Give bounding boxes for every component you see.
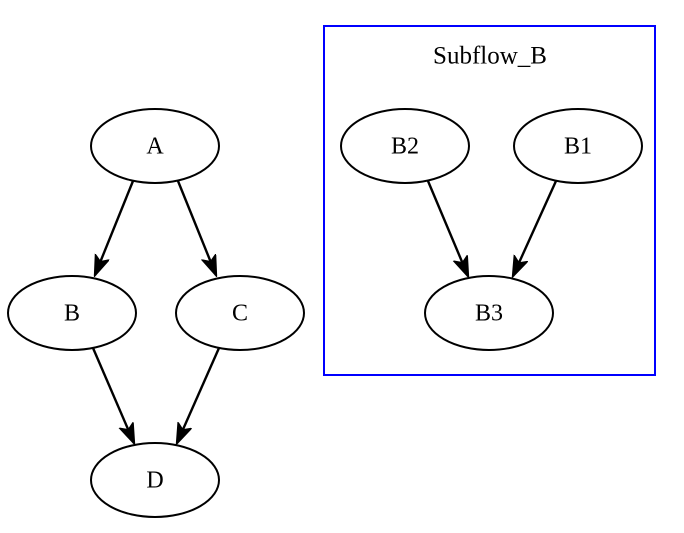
node-b2-label: B2 (391, 134, 419, 160)
node-c-shape (175, 275, 305, 351)
edge-b-d (91, 347, 134, 443)
node-a[interactable]: A (90, 108, 220, 184)
nodes-layer: A B C D B2 B1 (7, 108, 643, 518)
cluster-label: Subflow_B (433, 43, 547, 70)
node-b1-label: B1 (564, 134, 592, 160)
node-b3-shape (424, 275, 554, 351)
node-d[interactable]: D (90, 442, 220, 518)
node-c[interactable]: C (175, 275, 305, 351)
edge-b1-b3 (513, 180, 558, 276)
node-b1[interactable]: B1 (513, 108, 643, 184)
node-b-shape (7, 275, 137, 351)
node-b-label: B (64, 301, 80, 327)
node-d-label: D (146, 468, 163, 494)
node-d-shape (90, 442, 220, 518)
node-b2[interactable]: B2 (340, 108, 470, 184)
node-b[interactable]: B (7, 275, 137, 351)
cluster-border-rect (323, 25, 656, 376)
node-a-label: A (146, 134, 164, 160)
node-a-shape (90, 108, 220, 184)
edge-a-b (95, 180, 135, 275)
node-b1-shape (513, 108, 643, 184)
cluster-subflow-b[interactable]: Subflow_B (323, 25, 656, 376)
node-b3[interactable]: B3 (424, 275, 554, 351)
node-b2-shape (340, 108, 470, 184)
node-b3-label: B3 (475, 301, 503, 327)
edge-c-d (177, 347, 221, 443)
node-c-label: C (232, 301, 248, 327)
edges-layer (91, 180, 558, 443)
edge-b2-b3 (426, 180, 468, 276)
edge-a-c (176, 180, 216, 275)
